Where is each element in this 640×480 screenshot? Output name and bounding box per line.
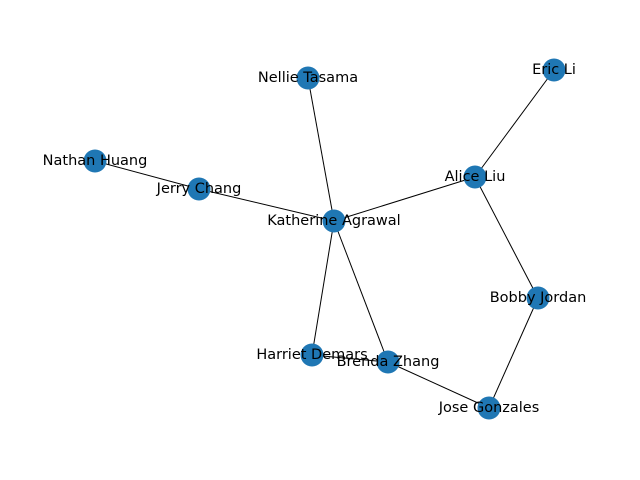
edges-layer [94, 69, 555, 409]
nodes-layer [83, 58, 566, 420]
node-label-eric: Eric Li [532, 62, 576, 78]
edge-jerry-katherine [198, 188, 335, 222]
edge-brenda-jose [387, 361, 490, 409]
edge-alice-bobby [474, 176, 539, 299]
node-label-nellie: Nellie Tasama [258, 70, 358, 86]
node-label-brenda: Brenda Zhang [337, 354, 440, 370]
node-alice [463, 165, 487, 189]
edge-nellie-katherine [307, 77, 335, 222]
edge-katherine-brenda [333, 220, 389, 363]
edge-nathan-jerry [94, 160, 200, 190]
node-bobby [526, 286, 550, 310]
node-jose [477, 396, 501, 420]
edge-harriet-brenda [311, 354, 389, 363]
node-label-harriet: Harriet Demars [256, 347, 367, 363]
node-harriet [300, 343, 324, 367]
node-eric [542, 58, 566, 82]
edge-bobby-jose [488, 297, 539, 409]
edge-katherine-harriet [311, 220, 335, 356]
node-label-jerry: Jerry Chang [156, 181, 242, 197]
node-label-nathan: Nathan Huang [43, 153, 148, 169]
node-label-jose: Jose Gonzales [438, 400, 540, 416]
node-brenda [376, 350, 400, 374]
edge-alice-eric [474, 69, 555, 178]
node-nathan [83, 149, 107, 173]
node-katherine [322, 209, 346, 233]
node-label-katherine: Katherine Agrawal [267, 213, 400, 229]
edge-katherine-alice [333, 176, 476, 222]
node-jerry [187, 177, 211, 201]
node-label-alice: Alice Liu [445, 169, 506, 185]
node-label-bobby: Bobby Jordan [490, 290, 587, 306]
node-nellie [296, 66, 320, 90]
